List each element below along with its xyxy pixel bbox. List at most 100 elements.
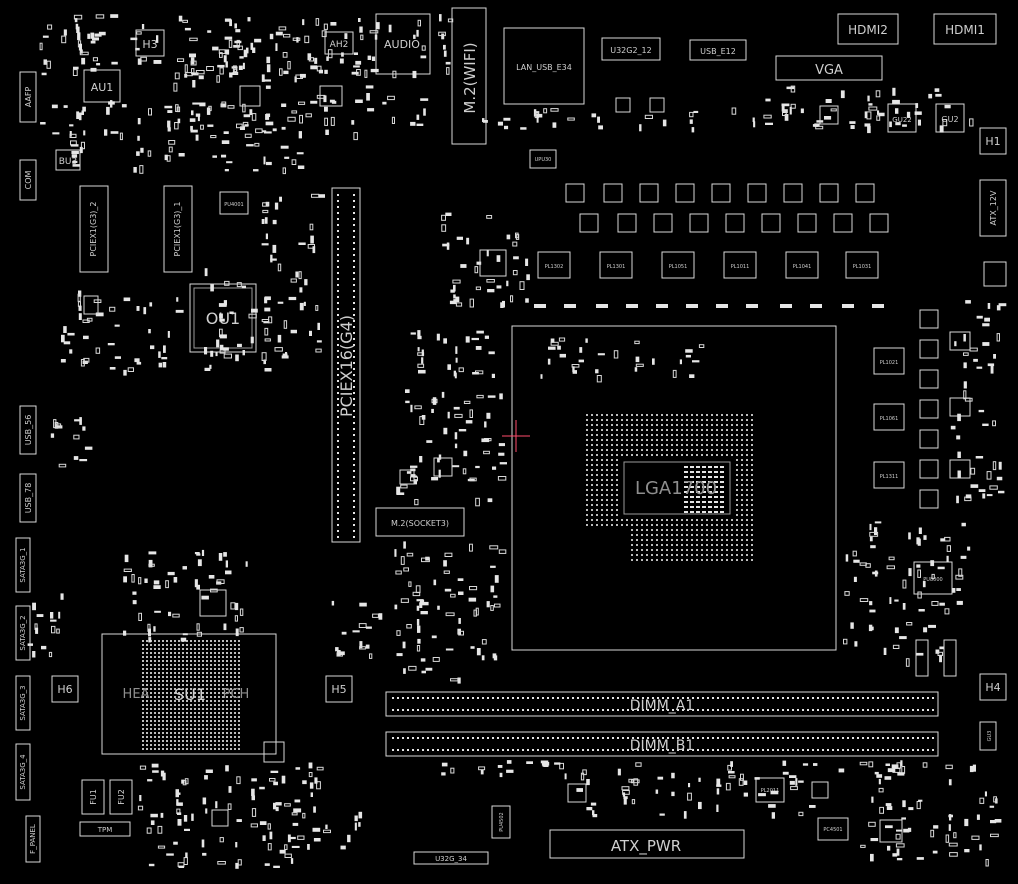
smd-part xyxy=(254,38,262,43)
smd-part xyxy=(982,323,990,327)
smd-part xyxy=(208,575,215,579)
smd-part xyxy=(996,476,1003,481)
dimm-pin xyxy=(467,709,469,711)
lga-pin xyxy=(686,439,688,441)
dimm-pin xyxy=(862,749,864,751)
lan-usb-label: LAN_USB_E34 xyxy=(516,63,572,72)
pcie-pin xyxy=(337,254,339,256)
lga-pin xyxy=(631,544,633,546)
pch-pin xyxy=(218,720,220,722)
lga-pin xyxy=(601,464,603,466)
pch-pin xyxy=(198,676,200,678)
pch-pin xyxy=(166,688,168,690)
smd-part xyxy=(450,767,455,774)
dimm-pin xyxy=(617,749,619,751)
small-ic xyxy=(263,741,285,763)
smd-part xyxy=(432,397,437,405)
lga-pin xyxy=(591,414,593,416)
dimm-pin xyxy=(602,737,604,739)
lga-pin xyxy=(736,514,738,516)
pch-pin xyxy=(226,704,228,706)
dimm-pin xyxy=(622,737,624,739)
smd-part xyxy=(263,321,270,324)
pch-pin xyxy=(222,668,224,670)
pu4502-label: PU4502 xyxy=(499,812,505,831)
smd-part xyxy=(304,35,310,44)
dimm-pin xyxy=(902,697,904,699)
pch-pin xyxy=(162,640,164,642)
dimm-b1-slot-outline[interactable] xyxy=(385,731,939,757)
pch-pin xyxy=(174,728,176,730)
dimm-pin xyxy=(797,737,799,739)
lga-pin xyxy=(731,419,733,421)
smd-part xyxy=(228,39,233,48)
cpu-socket-outline[interactable] xyxy=(511,325,837,651)
pcie-pin xyxy=(353,428,355,430)
dimm-pin xyxy=(772,749,774,751)
smd-part xyxy=(264,297,268,304)
lga-pin xyxy=(641,439,643,441)
smd-part xyxy=(557,345,561,350)
pch-pin xyxy=(170,736,172,738)
pch-pin xyxy=(206,740,208,742)
dimm-pin xyxy=(562,697,564,699)
pch-pin xyxy=(154,684,156,686)
dimm-pin xyxy=(912,709,914,711)
lga-pin xyxy=(716,544,718,546)
smd-part xyxy=(251,308,258,313)
lga-pin xyxy=(646,454,648,456)
pch-pin xyxy=(234,648,236,650)
pch-pin xyxy=(238,684,240,686)
vrm-cap xyxy=(596,304,608,308)
smd-part xyxy=(456,236,463,240)
smd-part xyxy=(50,619,57,622)
smd-part xyxy=(457,578,464,581)
lga-pin xyxy=(621,524,623,526)
smd-part xyxy=(442,243,450,247)
lga-pin xyxy=(686,524,688,526)
lga-pin xyxy=(731,414,733,416)
lga-pin xyxy=(641,539,643,541)
lga-pin xyxy=(726,534,728,536)
pch-pin xyxy=(170,644,172,646)
smd-part xyxy=(493,595,498,598)
pch-pin xyxy=(186,684,188,686)
pch-pin xyxy=(158,712,160,714)
pcie-pin xyxy=(353,368,355,370)
smd-part xyxy=(864,111,867,119)
pcie-pin xyxy=(353,278,355,280)
pcie-pin xyxy=(353,212,355,214)
pch-pin xyxy=(214,744,216,746)
lga-pin xyxy=(631,554,633,556)
dimm-pin xyxy=(712,709,714,711)
pch-pin xyxy=(170,748,172,750)
pch-pin xyxy=(178,660,180,662)
smd-part xyxy=(455,346,458,354)
atx-pwr-outline[interactable] xyxy=(549,829,745,859)
pch-pin xyxy=(198,648,200,650)
smd-part xyxy=(631,799,636,805)
lga-pin xyxy=(586,469,588,471)
smd-part xyxy=(876,774,883,778)
pcie-pin xyxy=(337,218,339,220)
smd-part xyxy=(176,106,181,113)
smd-part xyxy=(419,456,423,463)
dimm-pin xyxy=(672,697,674,699)
lga-pin xyxy=(586,499,588,501)
pch-pin xyxy=(214,644,216,646)
smd-part xyxy=(181,779,185,784)
lga-pin xyxy=(661,444,663,446)
smd-part xyxy=(374,34,378,40)
dimm-pin xyxy=(417,749,419,751)
smd-part xyxy=(944,608,950,615)
smd-part xyxy=(843,638,848,645)
lga-pin xyxy=(686,434,688,436)
pch-pin xyxy=(186,676,188,678)
dimm-a1-slot-outline[interactable] xyxy=(385,691,939,717)
hdmi2-label: HDMI2 xyxy=(848,23,888,37)
smd-part xyxy=(184,64,188,73)
smd-part xyxy=(730,761,733,767)
lga-pin xyxy=(676,439,678,441)
lga-pin xyxy=(731,559,733,561)
